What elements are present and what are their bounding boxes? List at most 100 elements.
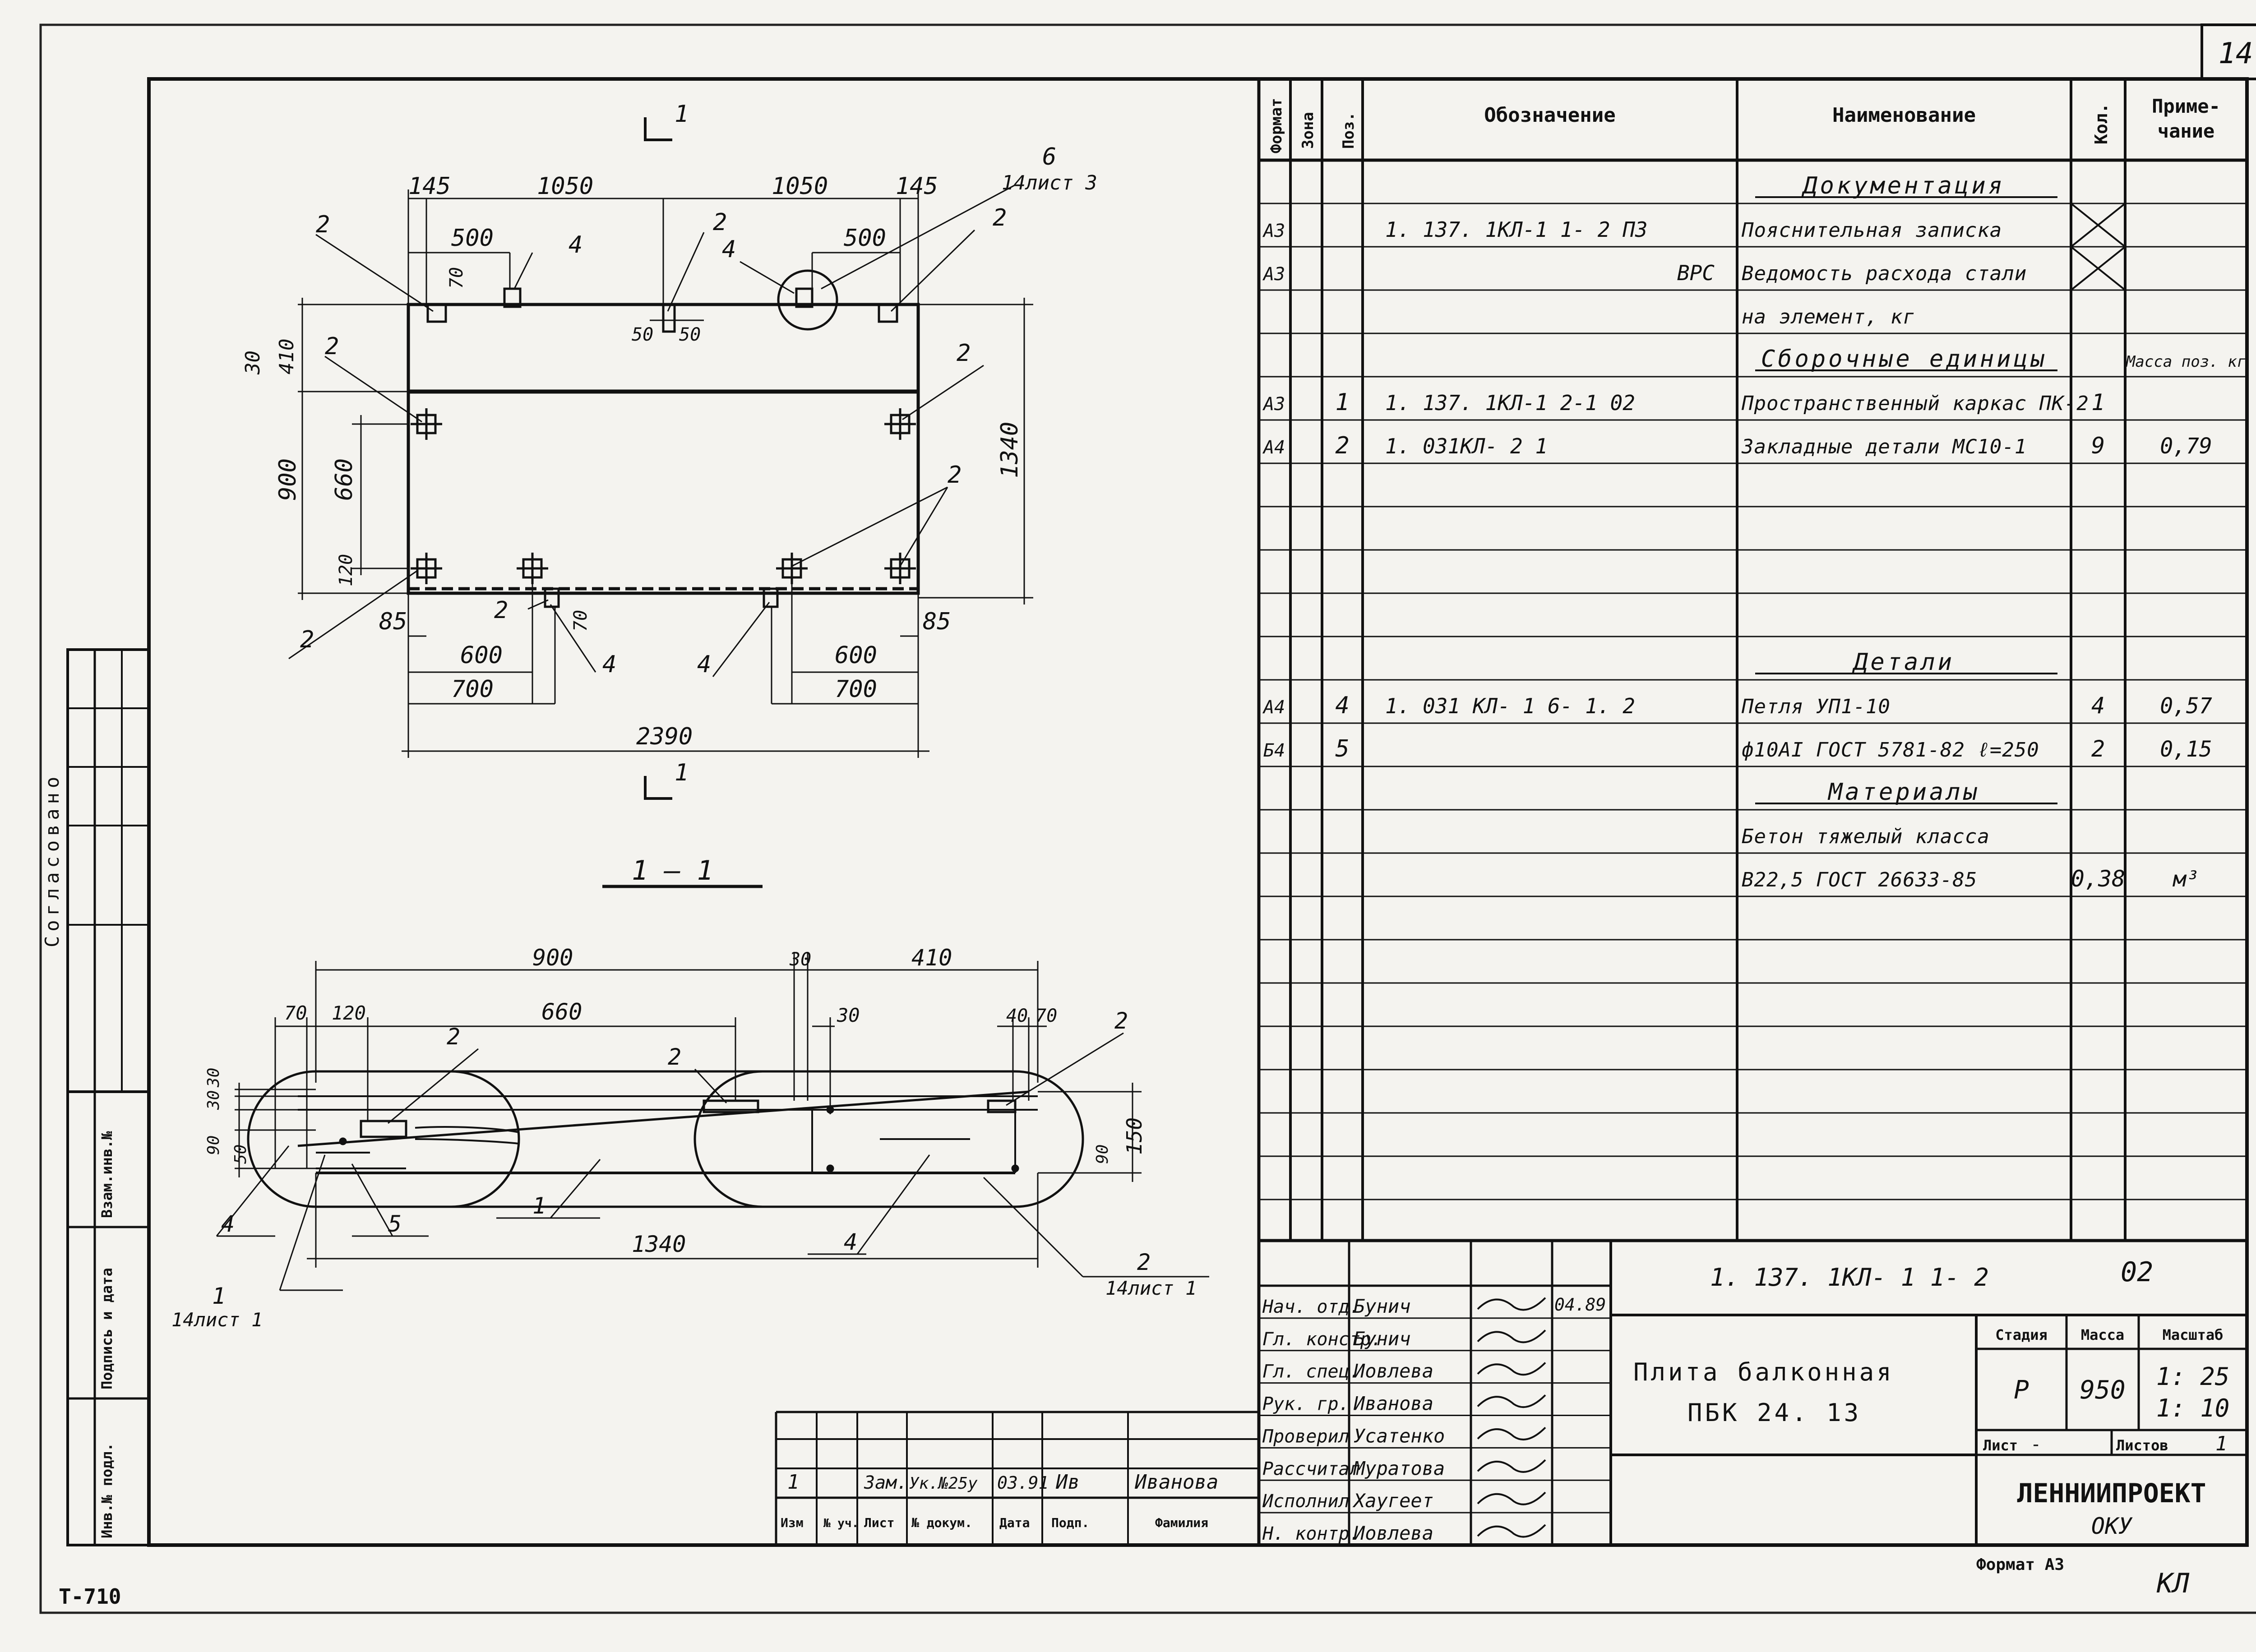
svg-text:2: 2 bbox=[494, 597, 508, 624]
signature-scribble bbox=[1477, 1297, 1546, 1311]
signature-scribble bbox=[1477, 1426, 1546, 1440]
svg-text:2: 2 bbox=[325, 333, 339, 360]
svg-text:900: 900 bbox=[532, 945, 573, 971]
plan-view bbox=[288, 117, 1033, 800]
row-name: Сборочные единицы bbox=[1761, 346, 2047, 373]
signature-scribble bbox=[1477, 1524, 1546, 1538]
svg-text:4: 4 bbox=[602, 651, 616, 678]
svg-text:70: 70 bbox=[446, 267, 467, 289]
person-name: Иванова bbox=[1353, 1393, 1433, 1415]
svg-text:2: 2 bbox=[713, 209, 727, 236]
row-name: Петля УП1-10 bbox=[1741, 695, 1891, 718]
svg-text:30: 30 bbox=[789, 949, 811, 970]
signature-row: Рук. гр.Иванова bbox=[1262, 1393, 1546, 1415]
svg-text:1: 1 bbox=[675, 759, 689, 786]
row-name: Материалы bbox=[1827, 779, 1980, 806]
svg-text:50: 50 bbox=[231, 1144, 250, 1164]
row-pos: 1 bbox=[1335, 389, 1349, 416]
stamp-agreed: Согласовано bbox=[41, 772, 63, 947]
svg-text:2: 2 bbox=[1114, 1008, 1128, 1034]
svg-text:500: 500 bbox=[844, 225, 886, 252]
left-stamp: Согласовано Взам.инв.№ Подпись и дата Ин… bbox=[41, 648, 150, 1546]
svg-text:04.89: 04.89 bbox=[1554, 1295, 1606, 1315]
role: Рассчитал bbox=[1262, 1458, 1360, 1479]
row-qty: 2 bbox=[2091, 736, 2105, 762]
signature-scribble bbox=[1477, 1459, 1546, 1473]
signature-row: Гл. констр.Бунич bbox=[1262, 1328, 1546, 1350]
svg-text:90: 90 bbox=[204, 1135, 223, 1155]
svg-text:660: 660 bbox=[331, 458, 358, 501]
org-dept: ОКУ bbox=[2091, 1513, 2133, 1539]
row-note: 0,79 bbox=[2160, 434, 2212, 459]
svg-text:4: 4 bbox=[697, 651, 711, 678]
svg-text:03.91: 03.91 bbox=[997, 1473, 1049, 1493]
spec-row: Детали bbox=[1755, 649, 2057, 676]
role: Исполнил bbox=[1262, 1491, 1350, 1512]
row-designation: 1. 137. 1КЛ-1 2-1 02 bbox=[1385, 391, 1635, 415]
svg-text:-: - bbox=[2030, 1434, 2041, 1455]
svg-text:4: 4 bbox=[844, 1229, 857, 1255]
signature-row: Гл. спец.Иовлева bbox=[1262, 1360, 1546, 1382]
svg-text:145: 145 bbox=[896, 173, 938, 200]
signature-row: Н. контр.Иовлева bbox=[1262, 1522, 1546, 1544]
svg-text:14лист 3: 14лист 3 bbox=[1002, 171, 1097, 194]
row-pos: 2 bbox=[1335, 432, 1349, 459]
svg-text:2: 2 bbox=[948, 461, 962, 489]
svg-text:1: 1 bbox=[212, 1283, 226, 1309]
row-note: м³ bbox=[2172, 867, 2199, 892]
svg-text:6: 6 bbox=[1042, 143, 1056, 171]
row-format: Б4 bbox=[1263, 740, 1285, 761]
svg-text:50: 50 bbox=[632, 324, 653, 345]
person-name: Иовлева bbox=[1353, 1360, 1433, 1382]
row-name: Пространственный каркас ПК-2 bbox=[1741, 392, 2089, 415]
signature-scribble bbox=[1477, 1394, 1546, 1408]
format-label: Формат А3 bbox=[1976, 1555, 2064, 1574]
svg-text:Подп.: Подп. bbox=[1051, 1515, 1089, 1530]
svg-text:14лист 1: 14лист 1 bbox=[1105, 1277, 1197, 1299]
signature-scribble bbox=[1477, 1329, 1546, 1343]
initials: КЛ bbox=[2156, 1568, 2190, 1599]
svg-text:50: 50 bbox=[679, 324, 701, 345]
row-note: 0,15 bbox=[2160, 737, 2212, 762]
spec-row: Бетон тяжелый класса bbox=[1742, 825, 1989, 848]
svg-text:Р: Р bbox=[2014, 1375, 2029, 1405]
row-name: Пояснительная записка bbox=[1741, 219, 2002, 242]
svg-text:Лист: Лист bbox=[1983, 1437, 2018, 1454]
row-pos: 4 bbox=[1335, 692, 1349, 719]
row-name: В22,5 ГОСТ 26633-85 bbox=[1742, 868, 1977, 891]
role: Проверил bbox=[1262, 1426, 1350, 1447]
row-format: А3 bbox=[1262, 394, 1285, 415]
row-format: А3 bbox=[1262, 221, 1285, 241]
section-title: 1 — 1 bbox=[632, 855, 713, 886]
svg-text:30: 30 bbox=[204, 1068, 223, 1088]
row-designation: 1. 031 КЛ- 1 6- 1. 2 bbox=[1385, 694, 1635, 718]
row-name: ф10АI ГОСТ 5781-82 ℓ=250 bbox=[1742, 738, 2039, 761]
svg-text:410: 410 bbox=[275, 339, 298, 374]
role: Гл. спец. bbox=[1262, 1361, 1360, 1382]
svg-text:120: 120 bbox=[332, 1002, 366, 1024]
org-name: ЛЕННИИПРОЕКТ bbox=[2017, 1478, 2206, 1509]
svg-text:4: 4 bbox=[569, 231, 582, 258]
svg-text:Масштаб: Масштаб bbox=[2163, 1326, 2224, 1343]
svg-text:30: 30 bbox=[837, 1004, 860, 1026]
svg-text:1: 1 bbox=[675, 101, 689, 128]
svg-text:Изм: Изм bbox=[781, 1515, 804, 1530]
title-line2: ПБК 24. 13 bbox=[1687, 1398, 1861, 1427]
svg-text:85: 85 bbox=[923, 608, 951, 635]
person-name: Бунич bbox=[1354, 1295, 1410, 1317]
header-name: Наименование bbox=[1832, 104, 1976, 127]
header-note: Приме- bbox=[2152, 95, 2220, 117]
svg-text:Фамилия: Фамилия bbox=[1155, 1515, 1208, 1530]
svg-text:2: 2 bbox=[957, 340, 971, 367]
svg-text:120: 120 bbox=[336, 554, 356, 586]
svg-text:600: 600 bbox=[835, 642, 877, 669]
row-name: Ведомость расхода стали bbox=[1742, 262, 2027, 285]
role: Нач. отд. bbox=[1262, 1297, 1360, 1317]
svg-text:Лист: Лист bbox=[864, 1515, 894, 1530]
stamp-sign-date: Подпись и дата bbox=[98, 1268, 116, 1389]
header-zone: Зона bbox=[1299, 112, 1317, 149]
svg-text:70: 70 bbox=[1036, 1006, 1057, 1026]
svg-text:2390: 2390 bbox=[636, 723, 693, 750]
